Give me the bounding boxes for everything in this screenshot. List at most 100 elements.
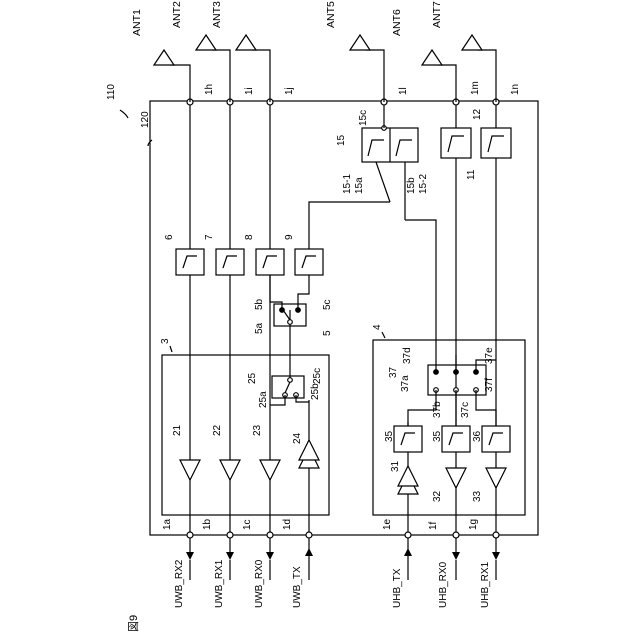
signal-tails	[190, 556, 496, 580]
antenna-5-label: ANT5	[325, 1, 337, 28]
switch-25-blade	[285, 382, 290, 393]
antenna-2-label: ANT2	[171, 1, 183, 28]
antenna-terminals	[187, 99, 499, 105]
filter-35b-label: 35	[432, 430, 443, 442]
terminal-1d-label: 1d	[282, 519, 293, 530]
antenna-6-label: ANT6	[391, 9, 403, 36]
antenna-feeds	[170, 50, 496, 102]
block4-leader	[382, 332, 385, 338]
amp-31-label: 31	[390, 460, 401, 472]
terminal-1e-label: 1e	[382, 518, 393, 530]
switch-37d-label: 37d	[402, 347, 413, 364]
filter-6-label: 6	[164, 234, 175, 240]
amp-33	[486, 468, 506, 488]
terminal-1j-label: 1j	[284, 87, 295, 95]
switch-37a-label: 37a	[400, 375, 411, 392]
terminal-1f-label: 1f	[428, 521, 439, 530]
antenna-1-icon	[154, 50, 174, 65]
terminal-1i-label: 1i	[244, 87, 255, 95]
amp-32-label: 32	[432, 490, 443, 502]
filter-11	[441, 128, 471, 158]
antenna-5-icon	[350, 35, 370, 50]
signal-uhb-rx1: UHB_RX1	[480, 561, 491, 608]
antenna-3-icon	[236, 35, 256, 50]
signal-uhb-tx: UHB_TX	[392, 568, 403, 608]
diplexer-15a-wire	[376, 162, 390, 202]
amp-22	[220, 460, 240, 480]
antenna-2-icon	[196, 35, 216, 50]
filter-36-label: 36	[472, 430, 483, 442]
amp-21-label: 21	[172, 424, 183, 436]
signal-uwb-rx0: UWB_RX0	[254, 559, 265, 608]
filter-35a	[394, 426, 422, 452]
switch-37b-label: 37b	[432, 401, 443, 418]
terminal-1c-label: 1c	[242, 519, 253, 530]
block3-leader	[170, 346, 172, 352]
antenna-3-label: ANT3	[211, 1, 223, 28]
terminal-1a-label: 1a	[162, 518, 173, 530]
filter-35b	[442, 426, 470, 452]
switch-37c-label: 37c	[460, 402, 471, 418]
signal-uwb-tx: UWB_TX	[292, 566, 303, 608]
switch-25a-label: 25a	[258, 391, 269, 408]
terminal-1m-label: 1m	[470, 81, 481, 95]
terminal-1h-label: 1h	[204, 84, 215, 95]
terminal-1b-label: 1b	[202, 518, 213, 530]
filter-7	[216, 249, 244, 275]
module-ref-arrow	[120, 110, 128, 118]
filter-36	[482, 426, 510, 452]
filter-12-label: 12	[472, 108, 483, 120]
switch-5b-label: 5b	[254, 298, 265, 310]
switch-25b-label: 25b	[310, 383, 321, 400]
substrate-ref: 120	[140, 111, 151, 128]
signal-uhb-rx0: UHB_RX0	[438, 561, 449, 608]
diplexer-label: 15	[336, 134, 347, 146]
filter-8-label: 8	[244, 234, 255, 240]
filter-12	[481, 128, 511, 158]
filter-8	[256, 249, 284, 275]
antenna-7-label: ANT7	[431, 1, 443, 28]
filter-7-label: 7	[204, 234, 215, 240]
terminal-1l-label: 1l	[398, 87, 409, 95]
amp-22-label: 22	[212, 424, 223, 436]
amp-31b	[398, 466, 418, 486]
switch-37-label: 37	[388, 366, 399, 378]
antenna-7-icon	[462, 35, 482, 50]
switch-25c-label: 25c	[312, 368, 323, 384]
switch-5-label: 5	[322, 330, 333, 336]
switch-37f-label: 37f	[484, 378, 495, 392]
antenna-6-icon	[422, 50, 442, 65]
amp-23-label: 23	[252, 424, 263, 436]
amp-23	[260, 460, 280, 480]
module-ref: 110	[106, 84, 117, 100]
diplexer-15-2-label: 15-2	[418, 174, 429, 194]
filter-9-label: 9	[284, 234, 295, 240]
block3-ref: 3	[160, 338, 171, 344]
diplexer-15c-label: 15c	[358, 110, 369, 126]
switch-25c-port	[288, 378, 293, 383]
filter-11-label: 11	[466, 169, 477, 180]
antenna-symbols	[154, 35, 482, 65]
antenna-1-label: ANT1	[131, 9, 143, 36]
amp-32	[446, 468, 466, 488]
switch-5-blade	[283, 310, 290, 320]
switch-5c-label: 5c	[322, 299, 333, 310]
switch-5c-wire	[298, 275, 309, 310]
amp-21	[180, 460, 200, 480]
switch-25-label: 25	[247, 372, 258, 384]
diplexer-15b-label: 15b	[406, 177, 417, 194]
filter-6	[176, 249, 204, 275]
terminal-1n-label: 1n	[510, 84, 521, 95]
diplexer-15	[362, 128, 418, 162]
amp-24-label: 24	[292, 432, 303, 444]
switch-5a-port	[288, 320, 293, 325]
signal-uwb-rx1: UWB_RX1	[214, 559, 225, 608]
amp-33-label: 33	[472, 490, 483, 502]
terminal-1g-label: 1g	[468, 519, 479, 530]
switch-5a-label: 5a	[254, 322, 265, 334]
block4-ref: 4	[372, 324, 383, 330]
filter-35a-label: 35	[384, 430, 395, 442]
diplexer-15a-label: 15a	[354, 177, 365, 194]
signal-uwb-rx2: UWB_RX2	[174, 559, 185, 608]
